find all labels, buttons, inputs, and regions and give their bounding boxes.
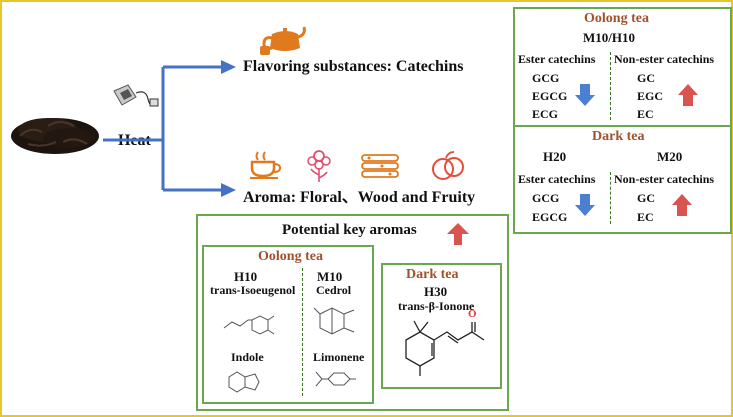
dark-aroma-title: Dark tea: [406, 267, 459, 282]
oolong-catechins-title: Oolong tea: [584, 11, 649, 26]
oolong-nonester-item: EC: [637, 107, 654, 121]
dark-catechins-divider: [610, 172, 611, 224]
dark-ester-down-arrow-icon: [575, 194, 595, 216]
dark-col2-label: M20: [657, 149, 683, 164]
aroma-label: Aroma: Floral、Wood and Fruity: [243, 189, 476, 206]
oolong-aroma-title: Oolong tea: [258, 249, 323, 264]
oolong-nonester-item: EGC: [637, 89, 664, 103]
dark-nonester-item: EC: [637, 210, 654, 224]
oolong-ratio-label: M10/H10: [583, 30, 635, 45]
oolong-catechins-panel: [513, 7, 732, 129]
indole-label: Indole: [231, 350, 264, 364]
oolong-catechins-divider: [610, 52, 611, 120]
tea-leaves-image: [11, 118, 99, 154]
ionone-structure: [405, 320, 485, 376]
cedrol-structure: [313, 307, 355, 335]
oolong-aroma-box: [202, 245, 374, 404]
ionone-label: trans-β-Ionone: [398, 299, 475, 313]
oolong-ester-item: GCG: [532, 71, 560, 85]
dark-nonester-up-arrow-icon: [672, 194, 692, 216]
key-aromas-up-arrow-icon: [447, 223, 469, 245]
h30-label: H30: [424, 284, 448, 299]
m10-label: M10: [317, 269, 343, 284]
oolong-ester-item: EGCG: [532, 89, 568, 103]
isoeugenol-label: trans-Isoeugenol: [210, 283, 296, 297]
fruit-icon: [432, 151, 464, 180]
dark-ester-header: Ester catechins: [518, 172, 596, 186]
dark-ester-item: EGCG: [532, 210, 568, 224]
key-aromas-title: Potential key aromas: [282, 222, 417, 238]
tea-bag-icon: [113, 84, 159, 107]
dark-catechins-title: Dark tea: [592, 129, 645, 144]
cedrol-label: Cedrol: [316, 283, 352, 297]
oolong-nonester-item: GC: [637, 71, 655, 85]
flower-icon: [307, 150, 331, 182]
flavoring-label: Flavoring substances: Catechins: [243, 58, 464, 75]
dark-catechins-panel: [513, 125, 732, 234]
isoeugenol-structure: [223, 315, 275, 335]
wood-logs-icon: [361, 154, 399, 178]
limonene-label: Limonene: [313, 350, 365, 364]
dark-nonester-header: Non-ester catechins: [614, 172, 715, 186]
h10-label: H10: [234, 269, 258, 284]
oolong-ester-header: Ester catechins: [518, 52, 596, 66]
dark-col1-label: H20: [543, 149, 567, 164]
dark-nonester-item: GC: [637, 191, 655, 205]
dark-ester-item: GCG: [532, 191, 560, 205]
oolong-nonester-header: Non-ester catechins: [614, 52, 715, 66]
oolong-aroma-divider: [302, 268, 303, 396]
oolong-nonester-up-arrow-icon: [678, 84, 698, 106]
indole-structure: [228, 371, 260, 393]
ionone-oxygen-label: O: [468, 308, 477, 320]
limonene-structure: [315, 371, 356, 387]
coffee-cup-icon: [250, 151, 282, 179]
teapot-icon: [260, 26, 306, 55]
dark-aroma-box: [381, 263, 502, 389]
oolong-ester-down-arrow-icon: [575, 84, 595, 106]
oolong-ester-item: ECG: [532, 107, 559, 121]
